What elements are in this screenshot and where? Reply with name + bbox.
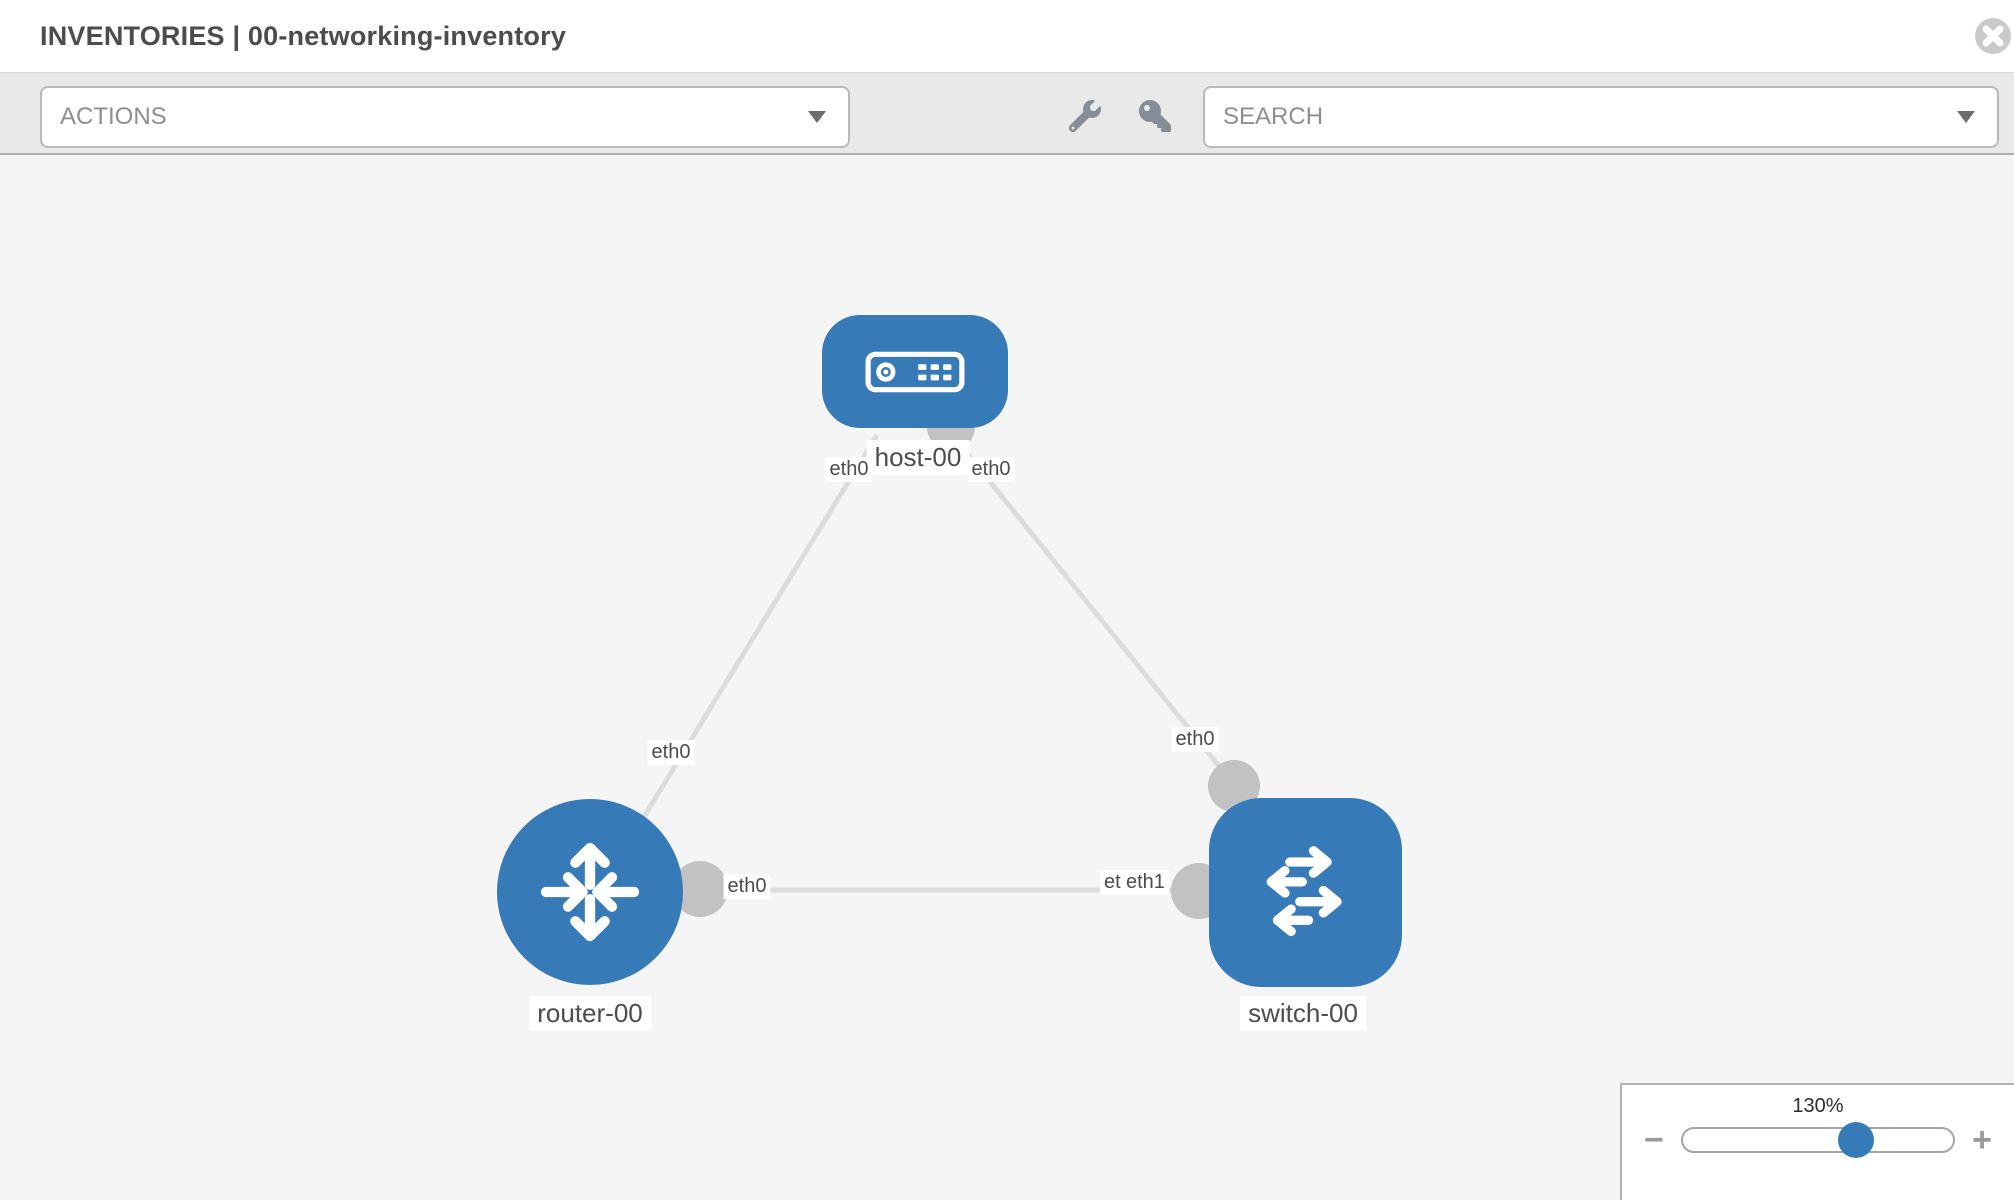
interface-label-switch-left: eth1 <box>1122 870 1169 895</box>
router-icon <box>540 842 640 942</box>
zoom-level: 130% <box>1792 1095 1844 1117</box>
actions-dropdown-label: ACTIONS <box>60 103 167 130</box>
node-label-router: router-00 <box>529 996 651 1031</box>
zoom-in-button[interactable]: + <box>1970 1123 1994 1157</box>
interface-label-switch-uplink: eth0 <box>1171 727 1219 752</box>
links-layer <box>597 403 1260 919</box>
actions-dropdown[interactable]: ACTIONS <box>40 86 850 148</box>
header: INVENTORIES | 00-networking-inventory <box>0 0 2014 72</box>
interface-label-router-uplink: eth0 <box>647 740 695 765</box>
node-router-00[interactable] <box>497 799 683 985</box>
interface-label-host-right: eth0 <box>967 457 1015 482</box>
search-dropdown-label: SEARCH <box>1223 103 1324 130</box>
node-switch-00[interactable] <box>1209 798 1402 987</box>
page-title: INVENTORIES | 00-networking-inventory <box>40 20 567 51</box>
node-label-host: host-00 <box>866 440 970 475</box>
minus-icon: − <box>1644 1121 1664 1159</box>
search-dropdown[interactable]: SEARCH <box>1203 86 1999 148</box>
zoom-slider-thumb[interactable] <box>1837 1122 1874 1158</box>
toolbar: ACTIONS SEARCH <box>0 72 2014 155</box>
interface-label-router-right: eth0 <box>723 874 771 899</box>
link-host-router[interactable] <box>597 433 880 891</box>
tools-button[interactable] <box>1067 99 1103 135</box>
wrench-icon <box>1068 99 1101 132</box>
node-host-00[interactable] <box>822 315 1008 428</box>
key-icon <box>1139 99 1171 132</box>
chevron-down-icon <box>1957 111 1975 123</box>
close-icon <box>1975 18 2011 54</box>
key-button[interactable] <box>1137 99 1173 135</box>
zoom-out-button[interactable]: − <box>1642 1123 1666 1157</box>
zoom-slider[interactable] <box>1680 1122 1956 1158</box>
node-label-switch: switch-00 <box>1240 996 1366 1031</box>
interface-label-host-left: eth0 <box>825 457 873 482</box>
zoom-panel: 130% − + <box>1620 1083 2014 1200</box>
switch-icon <box>1266 845 1342 936</box>
close-button[interactable] <box>1974 17 2012 55</box>
plus-icon: + <box>1972 1121 1992 1159</box>
topology-canvas[interactable]: host-00 router-00 switch-00 eth0 eth0 et… <box>0 155 2014 1200</box>
host-icon <box>865 351 965 392</box>
chevron-down-icon <box>808 111 826 123</box>
interface-connector-router <box>672 861 728 917</box>
zoom-slider-row: − + <box>1642 1122 1994 1158</box>
